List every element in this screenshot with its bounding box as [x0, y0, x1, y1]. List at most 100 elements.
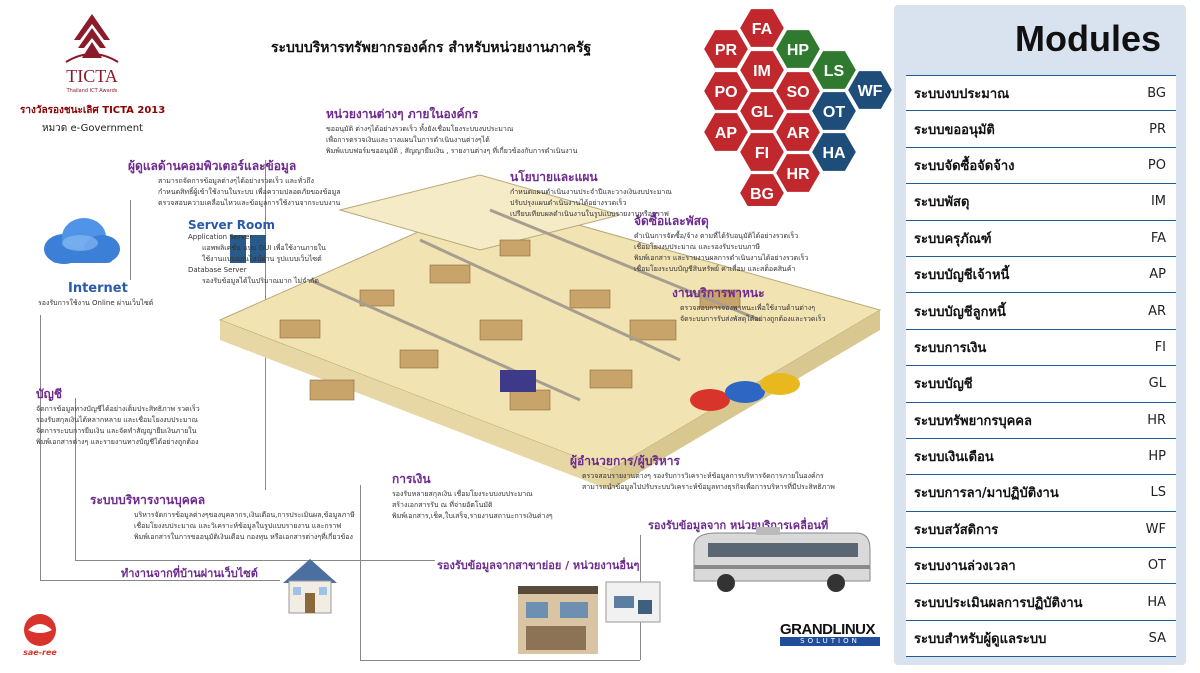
grandlinux-text: GRANDLINUX [780, 621, 876, 638]
internal-units-block: หน่วยงานต่างๆ ภายในองค์กร ขออนุมัติ ต่าง… [326, 105, 577, 157]
procurement-title: จัดซื้อและพัสดุ [634, 214, 709, 228]
finance-desc: พิมพ์เอกสาร,เช็ค,ใบเสร็จ,รายงานสถานะการเ… [392, 512, 553, 520]
module-name: ระบบการเงิน [914, 340, 987, 356]
procurement-desc: พิมพ์เอกสาร และรายงานผลการดำเนินงานได้อย… [634, 254, 809, 262]
module-hexagon: HA [809, 131, 859, 173]
finance-block: การเงิน รองรับหลายสกุลเงิน เชื่อมโยงระบบ… [392, 470, 553, 522]
module-name: ระบบเงินเดือน [914, 450, 994, 466]
module-hexagon: PR [701, 28, 751, 70]
it-admin-title: ผู้ดูแลด้านคอมพิวเตอร์และข้อมูล [128, 159, 297, 173]
hexagon-label: GL [751, 104, 773, 121]
module-name: ระบบบัญชีลูกหนี้ [914, 304, 1006, 320]
hexagon-label: HR [786, 166, 810, 183]
cloud-icon [44, 218, 120, 264]
module-hexagon: PO [701, 70, 751, 112]
server-desc: แอพพลิเคชั่น แบบ GUI เพื่อใช้งานภายใน [202, 244, 326, 252]
policy-desc: เปรียบเทียบผลดำเนินงานในรูปแบบรายงานหรือ… [510, 210, 669, 218]
module-name: ระบบทรัพยากรบุคคล [914, 413, 1032, 429]
hr-block: ระบบบริหารงานบุคคล บริหารจัดการข้อมูลต่า… [90, 491, 355, 543]
hr-desc: เชื่อมโยงงบประมาณ และวิเคราะห์ข้อมูลในรู… [134, 522, 342, 530]
internal-units-desc: เพื่อการตรวจเงินและวางแผนในการดำเนินงานต… [326, 136, 490, 144]
module-code: OT [1147, 558, 1166, 574]
module-code: GL [1148, 376, 1166, 392]
module-hexagon: LS [809, 49, 859, 91]
finance-desc: รองรับหลายสกุลเงิน เชื่อมโยงระบบงบประมาณ [392, 490, 533, 498]
it-admin-desc: ตรวจสอบความเคลื่อนไหวและข้อมูลการใช้งานจ… [158, 199, 341, 207]
ticta-emblem-icon: TICTA Thailand ICT Awards [65, 14, 119, 94]
policy-title: นโยบายและแผน [510, 170, 598, 184]
hr-title: ระบบบริหารงานบุคคล [90, 493, 206, 507]
logo-sub: Thailand ICT Awards [66, 88, 118, 94]
connector-line [40, 315, 41, 580]
module-name: ระบบพัสดุ [914, 195, 970, 211]
director-desc: ตรวจสอบรายงานต่างๆ รองรับการวิเคราะห์ข้อ… [582, 472, 824, 480]
vehicle-block: งานบริการพาหนะ ตรวจสอบการจองพาหนะเพื่อใช… [672, 284, 826, 325]
saeree-logo-icon: sae-ree [23, 614, 57, 657]
award-category: หมวด e-Government [42, 123, 143, 134]
module-code: HR [1147, 412, 1166, 428]
procurement-desc: ดำเนินการจัดซื้อ/จ้าง ตามที่ได้รับอนุมัต… [634, 232, 799, 240]
module-hexagon: HR [773, 152, 823, 194]
hexagon-label: HP [787, 42, 810, 59]
hexagon-label: WF [858, 83, 883, 100]
modules-title: Modules [1015, 18, 1162, 59]
connector-line [75, 560, 435, 561]
internal-units-desc: พิมพ์แบบฟอร์มขออนุมัติ , สัญญายืมเงิน , … [326, 147, 578, 155]
hexagon-label: LS [824, 63, 845, 80]
mobile-bus-icon [693, 527, 871, 592]
server-desc: Database Server [188, 266, 247, 274]
director-block: ผู้อำนวยการ/ผู้บริหาร ตรวจสอบรายงานต่างๆ… [570, 452, 835, 493]
server-desc: ใช้งานแบบออนไลน์ผ่าน รูปแบบเว็บไซต์ [202, 255, 322, 263]
module-hexagon: GL [737, 90, 787, 132]
vehicle-desc: จัดระบบการรับส่งพัสดุได้อย่างถูกต้องและร… [680, 315, 826, 323]
module-code: WF [1145, 521, 1166, 537]
hexagon-label: PO [714, 84, 737, 101]
hexagon-label: SO [786, 84, 809, 101]
accounting-desc: พิมพ์เอกสารต่างๆ และรายงานทางบัญชีได้อย่… [36, 438, 199, 446]
hexagon-label: FI [755, 145, 769, 162]
connector-line [360, 660, 640, 661]
module-hexagon: AR [773, 111, 823, 153]
hexagon-label: IM [753, 63, 771, 80]
policy-block: นโยบายและแผน กำหนดแผนดำเนินงานประจำปีและ… [510, 168, 672, 220]
branch-building-icon [518, 581, 661, 654]
module-name: ระบบสำหรับผู้ดูแลระบบ [914, 632, 1047, 648]
internal-units-title: หน่วยงานต่างๆ ภายในองค์กร [326, 107, 479, 121]
saeree-text: sae-ree [23, 648, 57, 657]
module-code: AR [1148, 303, 1166, 319]
accounting-desc: รองรับสกุลเงินได้หลากหลาย และเชื่อมโยงงบ… [36, 416, 198, 424]
house-icon [283, 559, 337, 614]
accounting-block: บัญชี จัดการข้อมูลทางบัญชีได้อย่างเต็มปร… [36, 385, 200, 448]
connector-line [130, 200, 131, 280]
module-name: ระบบการลา/มาปฏิบัติงาน [914, 486, 1059, 502]
module-code: PO [1147, 157, 1166, 173]
hexagon-label: OT [823, 104, 845, 121]
mobile-unit-title: รองรับข้อมูลจาก หน่วยบริการเคลื่อนที่ [648, 519, 829, 532]
it-admin-desc: สามารถจัดการข้อมูลต่างๆได้อย่างรวดเร็ว แ… [158, 177, 314, 185]
grandlinux-logo: GRANDLINUX SOLUTION [780, 622, 880, 646]
accounting-desc: จัดการระบบการยืมเงิน และจัดทำสัญญายืมเงิ… [36, 427, 197, 435]
procurement-block: จัดซื้อและพัสดุ ดำเนินการจัดซื้อ/จ้าง ตา… [634, 212, 808, 275]
finance-title: การเงิน [392, 472, 431, 486]
module-hexagon: BG [737, 172, 787, 206]
connector-line [75, 398, 76, 560]
module-name: ระบบบัญชี [914, 377, 973, 393]
director-title: ผู้อำนวยการ/ผู้บริหาร [570, 454, 680, 468]
module-name: ระบบประเมินผลการปฏิบัติงาน [914, 595, 1083, 611]
module-row: ระบบขออนุมัติPR [906, 111, 1176, 148]
logo-text: TICTA [66, 66, 118, 86]
module-hexagon: WF [845, 69, 895, 111]
module-code: HP [1148, 449, 1166, 465]
module-hexagon: SO [773, 70, 823, 112]
module-hexagon: FI [737, 131, 787, 173]
module-hexagon: OT [809, 90, 859, 132]
policy-desc: กำหนดแผนดำเนินงานประจำปีและวางเงินงบประม… [510, 188, 672, 196]
award-text: รางวัลรองชนะเลิศ TICTA 2013 [20, 105, 166, 116]
